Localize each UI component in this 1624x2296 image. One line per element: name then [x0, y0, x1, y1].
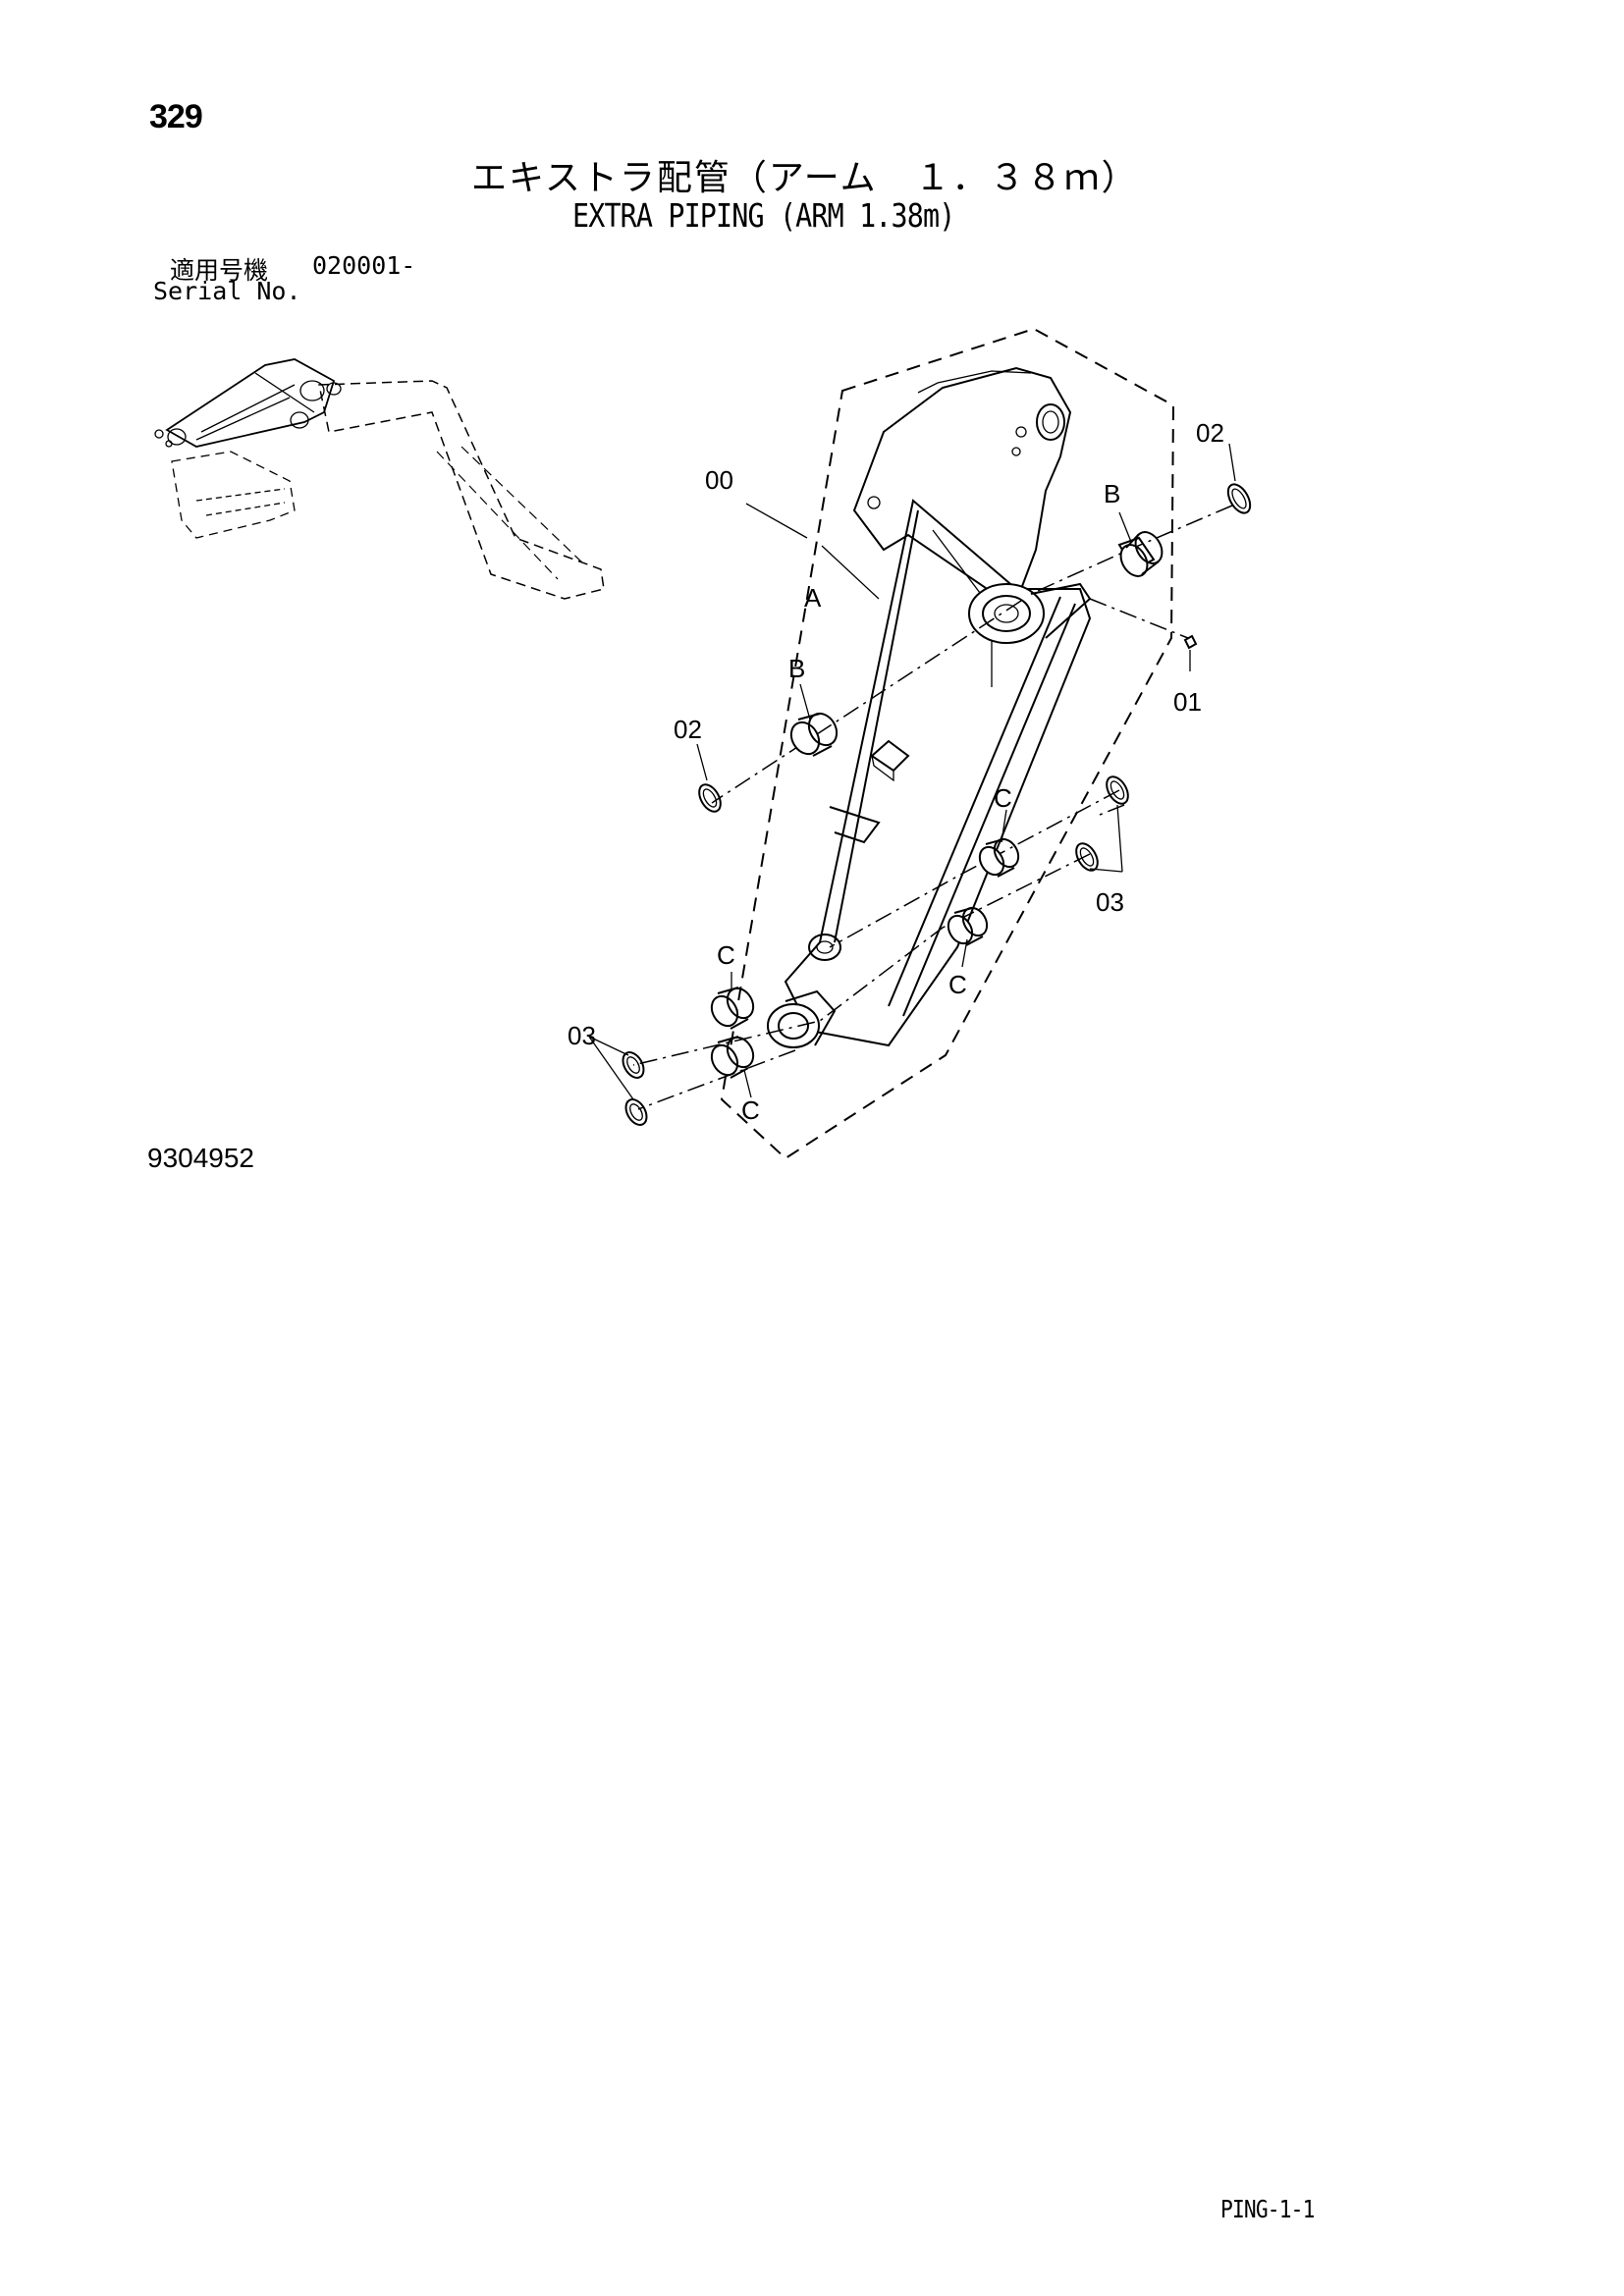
- callout-02-left: 02: [674, 715, 702, 744]
- callout-b-left: B: [788, 654, 805, 683]
- o-ring-02-right: [1226, 483, 1252, 514]
- callout-03-right: 03: [1096, 887, 1124, 917]
- callout-c-right-lower: C: [948, 970, 967, 999]
- page-number: 329: [149, 98, 203, 135]
- bushing-c-right-upper: [978, 837, 1020, 878]
- centerline-low-pin-lower: [637, 804, 1125, 1110]
- assembly-boundary: [720, 327, 1175, 1160]
- thumbnail-excavator-drawing: [154, 358, 605, 600]
- serial-label-japanese: 適用号機: [170, 256, 269, 285]
- callout-b-right: B: [1104, 479, 1120, 508]
- title-japanese: エキストラ配管（アーム １．３８ｍ）: [471, 158, 1139, 198]
- callout-00: 00: [705, 465, 733, 495]
- callout-c-left-upper: C: [717, 940, 735, 970]
- o-ring-03-left-lower: [624, 1098, 648, 1126]
- figure-number: 9304952: [147, 1143, 255, 1173]
- callout-c-right-upper: C: [994, 783, 1012, 813]
- callout-01: 01: [1173, 687, 1202, 717]
- bushing-c-left-lower: [710, 1036, 755, 1079]
- callout-a: A: [804, 583, 822, 613]
- o-ring-03-left-upper: [622, 1051, 645, 1079]
- o-ring-02-left: [698, 783, 722, 813]
- serial-label-english: Serial No.: [153, 277, 301, 305]
- bushing-c-left-upper: [710, 987, 755, 1030]
- leader-lines: [588, 443, 1236, 1100]
- fitting-01: [1183, 634, 1198, 650]
- centerline-right-pin: [1089, 598, 1189, 639]
- o-ring-03-right-upper: [1106, 775, 1129, 805]
- callout-03-left: 03: [568, 1021, 596, 1050]
- title-english: EXTRA PIPING (ARM 1.38m): [572, 196, 955, 235]
- bushing-b-right: [1117, 531, 1164, 577]
- bushing-c-right-lower: [947, 906, 989, 946]
- serial-number-value: 020001-: [312, 251, 416, 280]
- page-code: PING-1-1: [1220, 2195, 1315, 2223]
- callout-c-left-lower: C: [741, 1095, 760, 1125]
- centerline-mid-pin: [829, 789, 1120, 948]
- arm-body: [767, 366, 1092, 1048]
- centerline-low-pin-upper: [632, 853, 1091, 1066]
- callout-02-right: 02: [1196, 418, 1224, 448]
- bushing-b-left: [789, 712, 839, 757]
